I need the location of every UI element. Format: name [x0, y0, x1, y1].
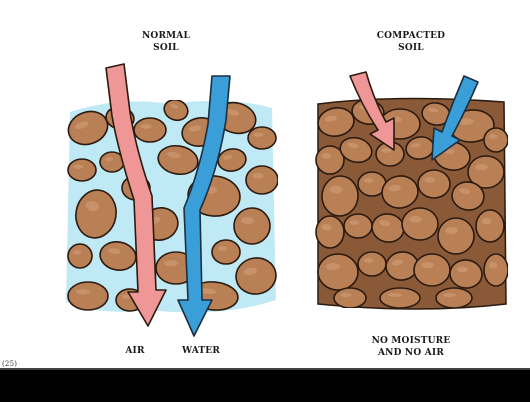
compacted-soil-caption: NO MOISTURE AND NO AIR — [356, 335, 466, 359]
normal-soil-title-line1: NORMAL — [126, 30, 206, 42]
compacted-soil-stone — [380, 288, 420, 308]
compacted-soil-stone-highlight — [350, 220, 360, 225]
bottom-bar — [0, 370, 530, 402]
compacted-soil-stone-highlight — [382, 148, 392, 153]
normal-soil-stone — [212, 240, 240, 264]
compacted-soil-title-line2: SOIL — [366, 42, 456, 54]
compacted-soil-stone — [476, 210, 504, 242]
compacted-soil-stone — [484, 128, 508, 152]
compacted-soil-stone — [344, 214, 372, 238]
compacted-soil-panel — [316, 97, 508, 309]
compacted-soil-stone — [334, 288, 366, 308]
compacted-soil-stone-highlight — [482, 218, 492, 224]
compacted-soil-stone — [414, 254, 450, 286]
compacted-soil-stone — [358, 252, 386, 276]
normal-soil-stone-highlight — [76, 289, 90, 295]
compacted-soil-stone-highlight — [409, 216, 422, 222]
compacted-soil-caption-line1: NO MOISTURE — [356, 335, 466, 347]
normal-soil-stone — [234, 208, 270, 244]
normal-soil-stone-highlight — [73, 250, 81, 255]
normal-soil-stone — [248, 127, 276, 149]
normal-soil-stone — [68, 244, 92, 268]
compacted-soil-stone — [402, 208, 438, 240]
normal-soil-stone — [134, 118, 166, 142]
normal-soil-stone — [68, 282, 108, 310]
water-label: WATER — [176, 345, 226, 357]
normal-soil-title: NORMAL SOIL — [126, 30, 206, 54]
normal-soil-title-line2: SOIL — [126, 42, 206, 54]
compacted-soil-stone-highlight — [445, 227, 458, 234]
normal-soil-panel — [64, 96, 279, 312]
compacted-soil-stone — [436, 288, 472, 308]
compacted-soil-title-line1: COMPACTED — [366, 30, 456, 42]
normal-soil-stone-highlight — [241, 217, 254, 224]
compacted-soil-stone-highlight — [364, 178, 374, 183]
compacted-soil-stone — [484, 254, 508, 286]
compacted-soil-stone-highlight — [489, 134, 497, 139]
compacted-soil-stone-highlight — [443, 293, 456, 297]
compacted-soil-stone-highlight — [424, 177, 435, 183]
compacted-soil-stone-highlight — [489, 262, 497, 268]
compacted-soil-caption-line2: AND NO AIR — [356, 347, 466, 359]
compacted-soil-stone-highlight — [322, 153, 332, 159]
normal-soil-stone-highlight — [164, 260, 178, 266]
compacted-soil-stone-highlight — [421, 262, 434, 268]
compacted-soil-stone — [316, 216, 344, 248]
compacted-soil-stone — [438, 218, 474, 254]
normal-soil-stone-highlight — [74, 165, 84, 169]
compacted-soil-stone-highlight — [475, 164, 488, 170]
compacted-soil-stone-highlight — [364, 258, 374, 263]
normal-soil-stone-highlight — [105, 157, 113, 161]
normal-soil-stone-highlight — [252, 173, 263, 179]
compacted-soil-stone — [418, 170, 450, 198]
normal-soil-stone-highlight — [218, 246, 228, 251]
compacted-soil-stone — [318, 254, 358, 290]
air-label: AIR — [120, 345, 150, 357]
compacted-soil-stone-highlight — [388, 293, 402, 297]
normal-soil-stone-highlight — [254, 133, 264, 137]
compacted-soil-stone-highlight — [322, 224, 332, 230]
normal-soil-stone-highlight — [140, 124, 151, 129]
compacted-soil-title: COMPACTED SOIL — [366, 30, 456, 54]
normal-soil-stone — [68, 159, 96, 181]
compacted-soil-stone-highlight — [340, 293, 351, 297]
compacted-soil-stone-highlight — [326, 263, 340, 270]
normal-soil-stone — [246, 166, 278, 194]
